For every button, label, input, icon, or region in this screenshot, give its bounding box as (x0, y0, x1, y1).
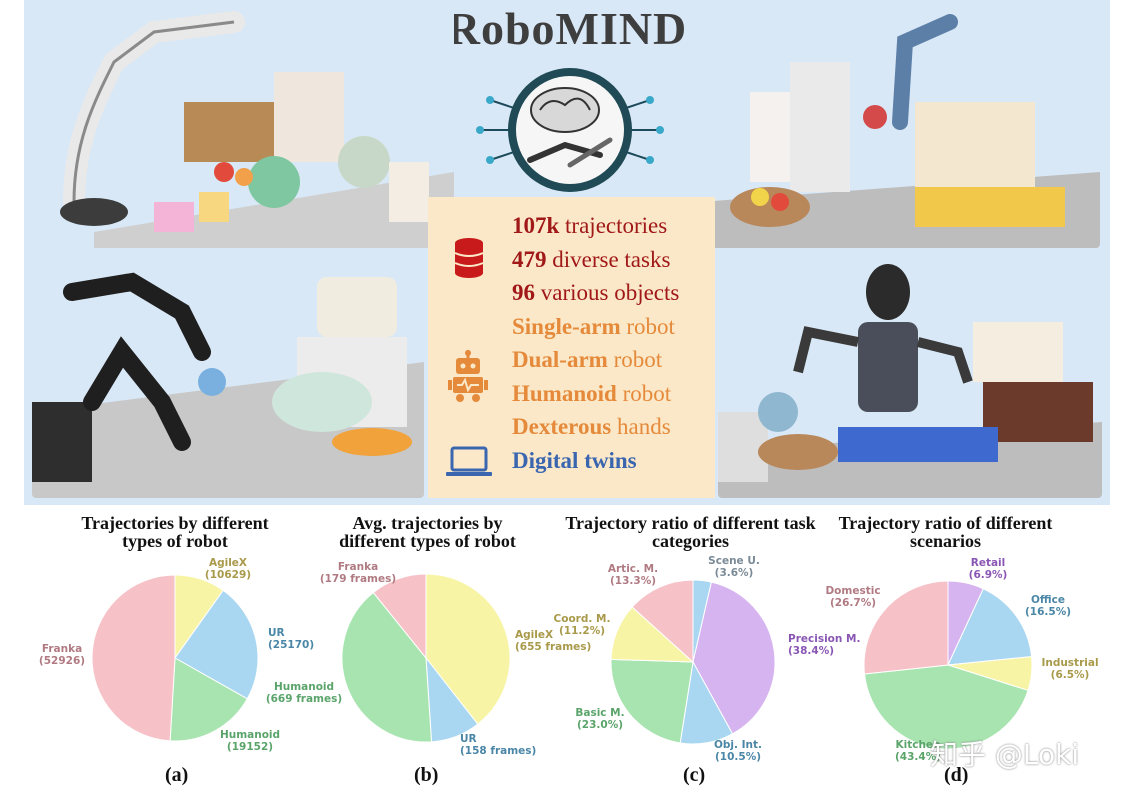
pie-slice-office (947, 588, 1033, 666)
stat-dexterous: Dexterous hands (512, 414, 671, 439)
agilex-robot-photo (32, 252, 424, 498)
pie-label: Precision M.(38.4%) (788, 633, 860, 657)
pie-slice-franka (372, 573, 427, 660)
pie-chart-c: Scene U.(3.6%) Precision M.(38.4%) Obj. In… (554, 555, 861, 763)
pie-label: AgileX(655 frames) (515, 629, 591, 653)
pie-label: Franka(52926) (39, 643, 85, 667)
stat-single-arm: Single-arm robot (512, 314, 675, 339)
pie-label: Office(16.5%) (1025, 594, 1071, 618)
stat-objects: 96 various objects (512, 280, 680, 305)
pie-label: Franka(179 frames) (320, 561, 396, 585)
stat-humanoid: Humanoid robot (512, 381, 672, 406)
pie-label: Kitchen(43.4%) (895, 739, 941, 763)
stats-box: 107k trajectories 479 diverse tasks 96 v… (428, 197, 715, 498)
pie-label: Humanoid(19152) (220, 729, 280, 753)
pie-label: Industrial(6.5%) (1041, 657, 1098, 681)
pie-slice-artic-m (631, 579, 694, 664)
pie-slice-ur (174, 589, 259, 700)
pie-chart-a: AgileX(10629) UR(25170) Humanoid(19152) Fra… (39, 557, 314, 753)
pie-label: Scene U.(3.6%) (708, 555, 760, 579)
stat-tasks: 479 diverse tasks (512, 247, 671, 272)
pie-slice-domestic (863, 580, 949, 675)
chart-c-title: Trajectory ratio of different task categ… (565, 513, 816, 551)
pie-slice-precision-m (692, 581, 776, 735)
pie-label: UR(158 frames) (460, 733, 536, 757)
pie-label: Artic. M.(13.3%) (608, 563, 658, 587)
stat-dual-arm: Dual-arm robot (512, 347, 663, 372)
stat-trajectories: 107k trajectories (512, 213, 668, 238)
robot-icon (448, 350, 488, 407)
panel-label-d: (d) (944, 764, 969, 786)
chart-b-title: Avg. trajectories by different types of … (339, 513, 516, 551)
database-icon (454, 237, 484, 284)
franka-robot-photo (34, 2, 454, 248)
panel-label-c: (c) (683, 764, 706, 786)
pie-label: UR(25170) (268, 627, 314, 651)
pie-label: Obj. Int.(10.5%) (714, 739, 762, 763)
ur-robot-photo (700, 2, 1100, 248)
stat-digital-twins: Digital twins (512, 448, 637, 473)
chart-d-title: Trajectory ratio of different scenarios (838, 513, 1053, 551)
pie-label: Basic M.(23.0%) (575, 707, 624, 731)
watermark: 知乎 @Loki (930, 738, 1080, 771)
pie-chart-b: AgileX(655 frames) UR(158 frames) Humanoid… (266, 561, 591, 757)
pie-slice-humanoid (169, 657, 248, 742)
brain-robot-logo (470, 60, 670, 200)
chart-a-title: Trajectories by different types of robot (81, 513, 269, 551)
pie-slice-agilex (425, 573, 511, 725)
panel-label-b: (b) (414, 764, 439, 786)
humanoid-robot-photo (718, 252, 1102, 498)
laptop-icon (446, 446, 492, 483)
page-title: RoboMIND (446, 3, 688, 54)
pie-label: Humanoid(669 frames) (266, 681, 342, 705)
pie-label: Coord. M.(11.2%) (554, 613, 611, 637)
pie-label: AgileX(10629) (205, 557, 251, 581)
pie-slice-franka (91, 574, 176, 742)
pie-slice-basic-m (610, 658, 694, 744)
pie-chart-d: Retail(6.9%) Office(16.5%) Industrial(6.5%… (825, 557, 1098, 763)
panel-label-a: (a) (165, 764, 189, 786)
pie-slice-kitchen (863, 664, 1029, 750)
pie-slice-humanoid (341, 591, 433, 743)
pie-label: Domestic(26.7%) (825, 585, 880, 609)
pie-label: Retail(6.9%) (969, 557, 1008, 581)
